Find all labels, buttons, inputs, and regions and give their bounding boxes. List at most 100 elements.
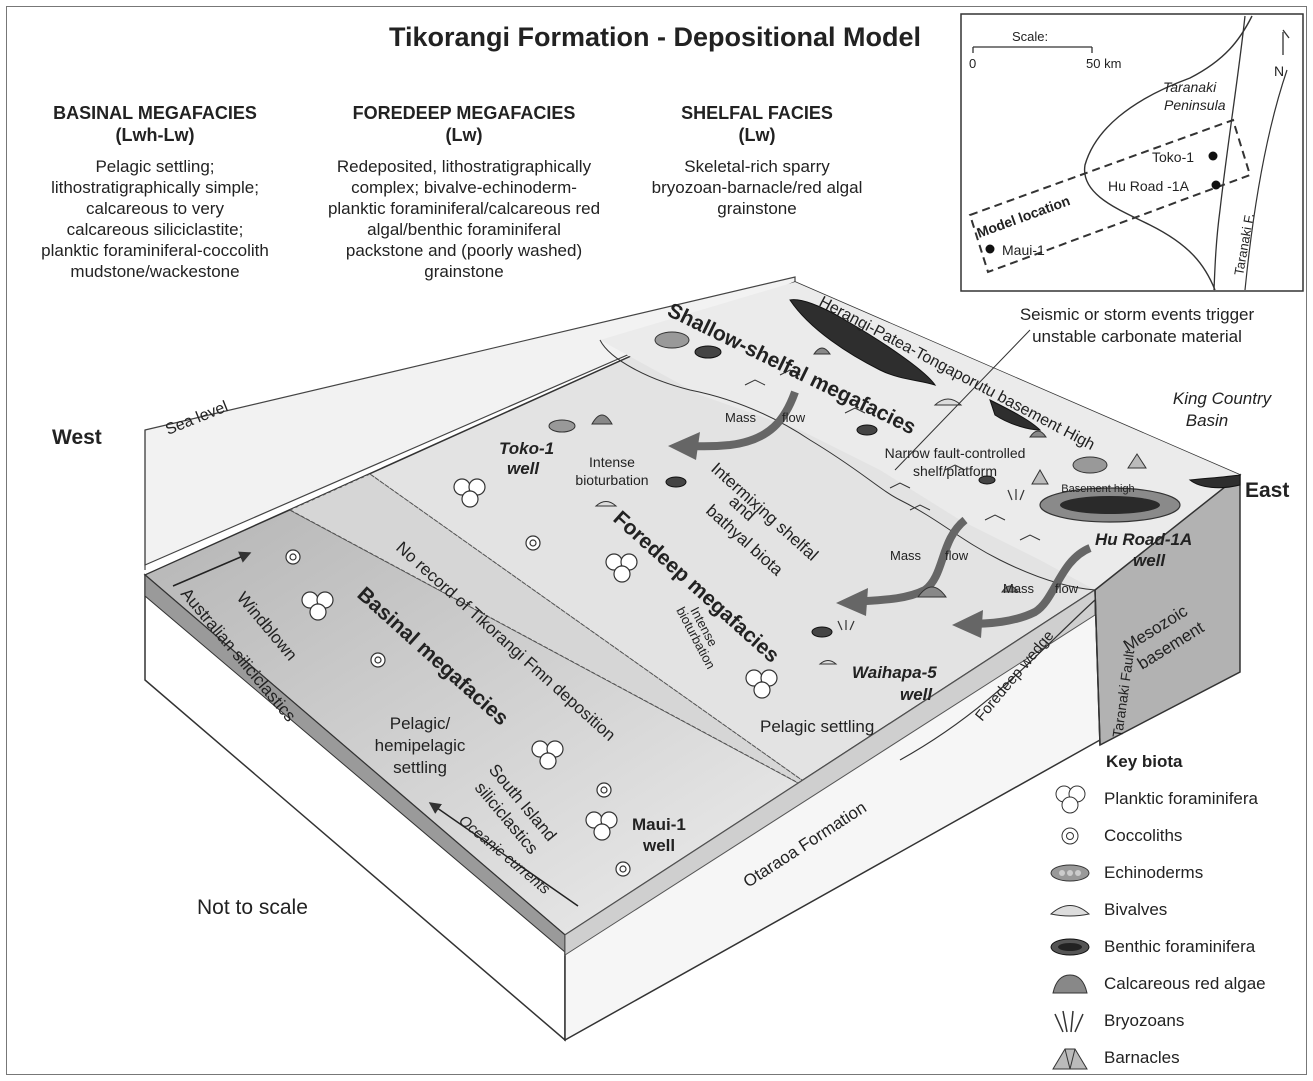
legend-label: Barnacles xyxy=(1104,1047,1180,1067)
biota-bivalve-group xyxy=(594,398,963,665)
planktic-foraminifera-icon xyxy=(1044,784,1096,814)
legend-label: Benthic foraminifera xyxy=(1104,936,1256,956)
bryozoan-icon xyxy=(1044,1006,1096,1036)
trigger-label-1: Seismic or storm events trigger xyxy=(1020,305,1255,324)
mass-label-3: Mass xyxy=(1003,581,1035,596)
waihapa-well-label-1: Waihapa-5 xyxy=(852,663,937,682)
toko-1-well-label-2: well xyxy=(507,459,540,478)
narrow-fault-label-2: shelf/platform xyxy=(913,463,997,479)
foredeep-code: (Lw) xyxy=(445,125,483,145)
foredeep-heading: FOREDEEP MEGAFACIES xyxy=(352,103,576,123)
legend-item: Planktic foraminifera xyxy=(1044,780,1306,817)
mass-flow-arrow-3 xyxy=(964,544,1092,628)
flow-label-3: flow xyxy=(1055,581,1079,596)
echinoderm-icon xyxy=(1044,858,1096,888)
flow-label-1: flow xyxy=(782,410,806,425)
fault-line xyxy=(1213,15,1246,291)
biota-coccolith-group xyxy=(285,535,631,877)
foredeep-wedge-boundary xyxy=(899,599,1096,761)
west-label: West xyxy=(52,426,102,449)
basinal-description: Pelagic settling; lithostratigraphically… xyxy=(41,157,269,281)
calcareous-red-algae-icon xyxy=(1044,969,1096,999)
pelagic-hemi-label-1: Pelagic/ xyxy=(390,714,451,733)
bivalve-icon xyxy=(1044,895,1096,925)
narrow-fault-label-1: Narrow fault-controlled xyxy=(885,445,1026,461)
hu-road-well-label-1: Hu Road-1A xyxy=(1095,530,1192,549)
legend-item: Barnacles xyxy=(1044,1039,1306,1076)
basinal-heading: BASINAL MEGAFACIES xyxy=(53,103,257,123)
pelagic-hemi-label-2: hemipelagic xyxy=(375,736,466,755)
legend-title: Key biota xyxy=(1106,752,1183,771)
legend-item: Benthic foraminifera xyxy=(1044,928,1306,965)
barnacle-icon xyxy=(1044,1043,1096,1073)
basinal-facies-column: BASINAL MEGAFACIES (Lwh-Lw) Pelagic sett… xyxy=(10,102,300,282)
basinal-code: (Lwh-Lw) xyxy=(115,125,195,145)
trigger-label-2: unstable carbonate material xyxy=(1032,327,1242,346)
legend-item: Coccoliths xyxy=(1044,817,1306,854)
taranaki-fault-line xyxy=(1094,589,1101,746)
king-country-label-2: Basin xyxy=(1186,411,1229,430)
legend-label: Planktic foraminifera xyxy=(1104,788,1259,808)
mass-label-1: Mass xyxy=(725,410,757,425)
intense-bio-label-1: Intense xyxy=(589,454,635,470)
biota-benthic-group xyxy=(665,345,996,638)
basement-high-inner xyxy=(1060,496,1160,514)
legend-item: Bivalves xyxy=(1044,891,1306,928)
shelfal-facies-column: SHELFAL FACIES (Lw) Skeletal-rich sparry… xyxy=(626,102,888,219)
coastline xyxy=(1084,15,1253,291)
figure-title: Tikorangi Formation - Depositional Model xyxy=(388,22,922,52)
model-location-box xyxy=(968,118,1252,274)
not-to-scale-label: Not to scale xyxy=(197,896,308,919)
legend-label: Bryozoans xyxy=(1104,1010,1185,1030)
oceanic-current-arrow xyxy=(428,802,579,907)
inset-map: Scale: 0 50 km N Taranaki Peninsula Mode… xyxy=(960,13,1304,292)
legend-label: Echinoderms xyxy=(1104,862,1204,882)
legend-item: Bryozoans xyxy=(1044,1002,1306,1039)
scale-label: Scale: xyxy=(1012,29,1048,44)
benthic-foraminifera-icon xyxy=(1044,932,1096,962)
hu-road-map-label: Hu Road -1A xyxy=(1108,178,1190,194)
key-biota-legend: Key biota Planktic foraminifera Coccolit… xyxy=(1044,752,1306,1076)
east-label: East xyxy=(1245,479,1289,502)
scale-end: 50 km xyxy=(1086,56,1121,71)
legend-item: Calcareous red algae xyxy=(1044,965,1306,1002)
basement-ridge xyxy=(789,299,937,386)
legend-label: Calcareous red algae xyxy=(1104,973,1266,993)
north-label: N xyxy=(1274,63,1284,79)
windblown-arrow xyxy=(172,551,252,587)
flow-label-2: flow xyxy=(945,548,969,563)
figure-frame xyxy=(6,6,1307,1075)
toko-1-marker xyxy=(1208,151,1218,161)
shelf-marks xyxy=(744,369,1041,541)
legend-label: Bivalves xyxy=(1104,899,1168,919)
inset-map-frame xyxy=(960,13,1304,292)
maui-1-marker xyxy=(985,244,995,254)
basement-high-label: Basement high xyxy=(1061,483,1134,495)
mass-label-2: Mass xyxy=(890,548,922,563)
maui-1-well-label-2: well xyxy=(642,836,675,855)
scale-start: 0 xyxy=(969,56,976,71)
hu-road-well-label-2: well xyxy=(1133,551,1166,570)
foredeep-facies-column: FOREDEEP MEGAFACIES (Lw) Redeposited, li… xyxy=(300,102,628,282)
right-face-strata xyxy=(564,589,1096,956)
biota-bryozoan-group xyxy=(837,489,1025,631)
biota-algae-group xyxy=(591,347,1047,598)
pelagic-hemi-label-3: settling xyxy=(393,758,447,777)
intense-bio-label-2: bioturbation xyxy=(575,472,648,488)
shelf-break-line xyxy=(599,339,1096,591)
peninsula-label-2: Peninsula xyxy=(1164,97,1226,113)
legend-item: Echinoderms xyxy=(1044,854,1306,891)
pelagic-settling-label: Pelagic settling xyxy=(760,717,874,736)
waihapa-well-label-2: well xyxy=(900,685,933,704)
maui-1-well-label-1: Maui-1 xyxy=(632,815,686,834)
foredeep-description: Redeposited, lithostratigraphically comp… xyxy=(327,157,601,281)
peninsula-label-1: Taranaki xyxy=(1163,79,1217,95)
shelfal-description: Skeletal-rich sparry bryozoan-barnacle/r… xyxy=(651,157,863,218)
legend-label: Coccoliths xyxy=(1104,825,1183,845)
hu-road-marker xyxy=(1211,180,1221,190)
maui-1-map-label: Maui-1 xyxy=(1002,242,1045,258)
biota-echinoderm-group xyxy=(548,331,1108,474)
trigger-leader-line xyxy=(894,329,1031,471)
